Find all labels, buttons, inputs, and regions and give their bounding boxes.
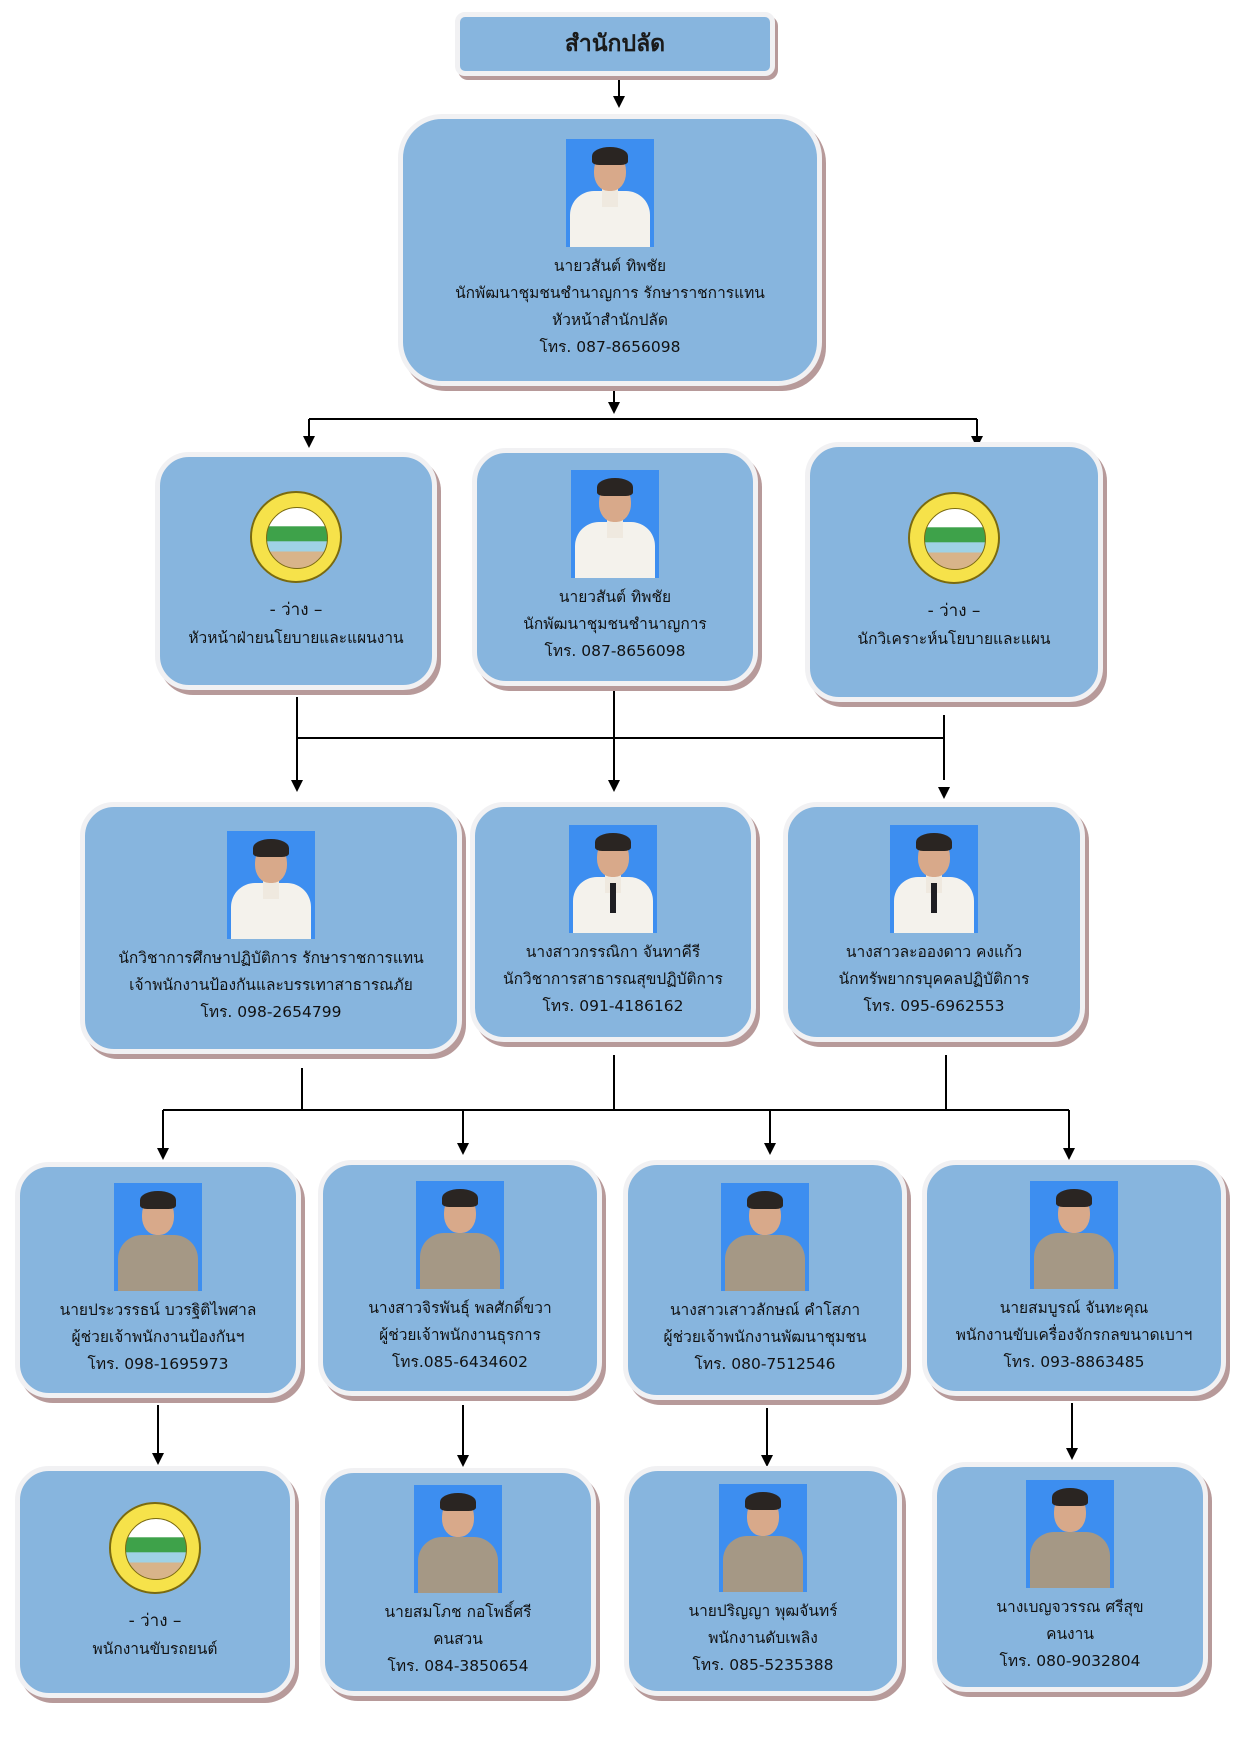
person-photo — [890, 824, 978, 933]
department-title-box: สำนักปลัด — [455, 12, 775, 76]
arrowhead — [157, 1148, 169, 1160]
person-photo — [569, 824, 657, 933]
org-node-l3-public-health: นางสาวกรรณิกา จันทาคีรี นักวิชาการสาธารณ… — [470, 802, 756, 1042]
org-node-l3-hr: นางสาวละอองดาว คงแก้ว นักทรัพยากรบุคคลปฏ… — [783, 802, 1085, 1042]
person-position: พนักงานขับเครื่องจักรกลขนาดเบาฯ — [955, 1325, 1193, 1344]
person-phone: โทร. 080-9032804 — [999, 1651, 1141, 1670]
person-name: นายสมโภช กอโพธิ์ศรี — [384, 1602, 532, 1621]
org-node-l3-education: นักวิชาการศึกษาปฏิบัติการ รักษาราชการแทน… — [80, 802, 462, 1054]
person-phone: โทร. 080-7512546 — [694, 1354, 836, 1373]
org-node-l4-disaster-assistant: นายประวรรธน์ บวรฐิติไพศาล ผู้ช่วยเจ้าพนั… — [15, 1162, 301, 1398]
person-position: ผู้ช่วยเจ้าพนักงานธุรการ — [379, 1325, 541, 1344]
org-node-l4-community-assistant: นางสาวเสาวลักษณ์ คำโสภา ผู้ช่วยเจ้าพนักง… — [623, 1160, 907, 1400]
person-photo — [571, 469, 659, 578]
arrowhead — [457, 1143, 469, 1155]
vacant-label: - ว่าง – — [927, 600, 981, 621]
org-node-l5-firefighter: นายปริญญา พุฒจันทร์ พนักงานดับเพลิง โทร.… — [624, 1466, 902, 1696]
person-phone: โทร. 098-1695973 — [87, 1354, 229, 1373]
arrowhead — [608, 402, 620, 414]
arrowhead — [1066, 1448, 1078, 1460]
person-phone: โทร. 087-8656098 — [539, 338, 681, 356]
person-position: นักวิเคราะห์นโยบายและแผน — [857, 629, 1051, 648]
person-name: นางสาวจิรพันธุ์ พลศักดิ์ขวา — [368, 1298, 552, 1317]
department-title: สำนักปลัด — [564, 31, 666, 57]
arrowhead — [1063, 1148, 1075, 1160]
person-position: ผู้ช่วยเจ้าพนักงานป้องกันฯ — [71, 1327, 245, 1346]
org-node-l4-machine-operator: นายสมบูรณ์ จันทะคุณ พนักงานขับเครื่องจัก… — [922, 1160, 1226, 1396]
org-node-l5-gardener: นายสมโภช กอโพธิ์ศรี คนสวน โทร. 084-38506… — [320, 1468, 596, 1696]
person-photo — [414, 1484, 502, 1593]
person-photo — [114, 1182, 202, 1291]
person-phone: โทร. 084-3850654 — [387, 1656, 529, 1675]
person-phone: โทร. 085-5235388 — [692, 1655, 834, 1674]
arrowhead — [152, 1453, 164, 1465]
org-node-l5-worker: นางเบญจวรรณ ศรีสุข คนงาน โทร. 080-903280… — [932, 1462, 1208, 1692]
arrowhead — [764, 1143, 776, 1155]
person-position: นักวิชาการสาธารณสุขปฏิบัติการ — [503, 969, 723, 988]
person-position-2: หัวหน้าสำนักปลัด — [552, 311, 668, 329]
person-name: นายประวรรธน์ บวรฐิติไพศาล — [59, 1300, 257, 1319]
organization-logo-icon — [109, 1501, 201, 1594]
organization-logo-icon — [250, 490, 342, 583]
vacant-label: - ว่าง – — [269, 599, 323, 620]
person-name: นายวสันต์ ทิพชัย — [558, 587, 672, 606]
arrowhead — [457, 1455, 469, 1467]
person-name: นายสมบูรณ์ จันทะคุณ — [999, 1298, 1149, 1317]
person-photo — [416, 1180, 504, 1289]
person-position: พนักงานขับรถยนต์ — [92, 1639, 218, 1658]
person-name: นางสาวเสาวลักษณ์ คำโสภา — [669, 1300, 861, 1319]
person-name: นายวสันต์ ทิพชัย — [553, 257, 667, 275]
person-phone: โทร. 098-2654799 — [200, 1002, 342, 1021]
org-node-l5-driver: - ว่าง – พนักงานขับรถยนต์ — [15, 1466, 295, 1698]
person-position: หัวหน้าฝ่ายนโยบายและแผนงาน — [188, 628, 404, 647]
person-phone: โทร.085-6434602 — [391, 1352, 528, 1371]
person-phone: โทร. 091-4186162 — [542, 996, 684, 1015]
person-position: ผู้ช่วยเจ้าพนักงานพัฒนาชุมชน — [663, 1327, 867, 1346]
arrowhead — [608, 780, 620, 792]
person-position: คนงาน — [1046, 1624, 1094, 1643]
person-photo — [1030, 1180, 1118, 1289]
person-position: นักพัฒนาชุมชนชำนาญการ — [523, 614, 707, 633]
arrowhead — [938, 787, 950, 799]
person-photo — [1026, 1479, 1114, 1588]
person-name: นางสาวละอองดาว คงแก้ว — [845, 942, 1023, 961]
person-photo — [721, 1182, 809, 1291]
person-name: นางเบญจวรรณ ศรีสุข — [996, 1597, 1144, 1616]
org-node-head: นายวสันต์ ทิพชัย นักพัฒนาชุมชนชำนาญการ ร… — [398, 114, 822, 386]
person-photo — [227, 830, 315, 939]
arrowhead — [761, 1455, 773, 1467]
org-node-l2-policy-head: - ว่าง – หัวหน้าฝ่ายนโยบายและแผนงาน — [155, 452, 437, 690]
vacant-label: - ว่าง – — [128, 1610, 182, 1631]
person-phone: โทร. 087-8656098 — [544, 641, 686, 660]
arrowhead — [613, 96, 625, 108]
person-phone: โทร. 095-6962553 — [863, 996, 1005, 1015]
person-position: นักพัฒนาชุมชนชำนาญการ รักษาราชการแทน — [455, 284, 765, 302]
person-phone: โทร. 093-8863485 — [1003, 1352, 1145, 1371]
person-photo — [719, 1483, 807, 1592]
person-name: นายปริญญา พุฒจันทร์ — [688, 1601, 838, 1620]
arrowhead — [291, 780, 303, 792]
person-position-2: เจ้าพนักงานป้องกันและบรรเทาสาธารณภัย — [129, 975, 413, 994]
organization-logo-icon — [908, 491, 1000, 584]
org-node-l4-admin-assistant: นางสาวจิรพันธุ์ พลศักดิ์ขวา ผู้ช่วยเจ้าพ… — [318, 1160, 602, 1396]
person-name: นางสาวกรรณิกา จันทาคีรี — [525, 942, 701, 961]
person-position: นักทรัพยากรบุคคลปฏิบัติการ — [838, 969, 1030, 988]
person-photo — [566, 139, 654, 247]
person-position: คนสวน — [433, 1629, 483, 1648]
person-position: นักวิชาการศึกษาปฏิบัติการ รักษาราชการแทน — [118, 948, 424, 967]
person-position: พนักงานดับเพลิง — [708, 1628, 818, 1647]
org-node-l2-community-dev: นายวสันต์ ทิพชัย นักพัฒนาชุมชนชำนาญการ โ… — [472, 448, 758, 686]
arrowhead — [303, 436, 315, 448]
org-node-l2-policy-analyst: - ว่าง – นักวิเคราะห์นโยบายและแผน — [805, 442, 1103, 702]
